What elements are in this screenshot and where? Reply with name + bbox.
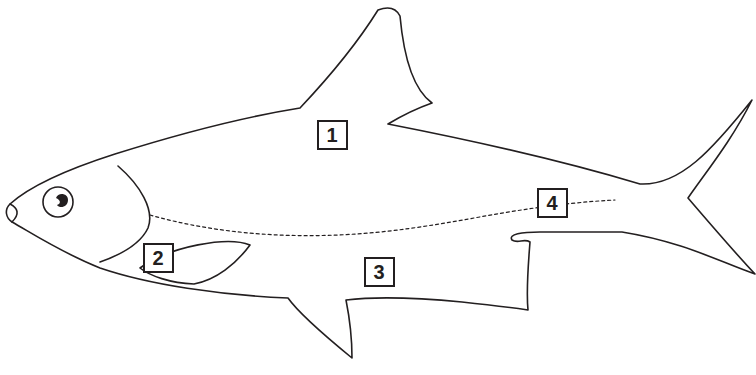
callout-box: 2 xyxy=(143,243,174,273)
callout-box: 1 xyxy=(317,120,348,150)
callout-number: 3 xyxy=(373,262,384,282)
fish-body-outline xyxy=(6,8,755,358)
pupil xyxy=(56,194,68,207)
callout-number: 1 xyxy=(326,125,337,145)
eye xyxy=(43,187,73,217)
pectoral-fin xyxy=(140,242,250,284)
callout-box: 3 xyxy=(364,257,395,287)
callout-number: 4 xyxy=(546,193,557,213)
callout-box: 4 xyxy=(537,188,568,218)
callout-number: 2 xyxy=(152,248,163,268)
mouth-line xyxy=(10,204,17,222)
